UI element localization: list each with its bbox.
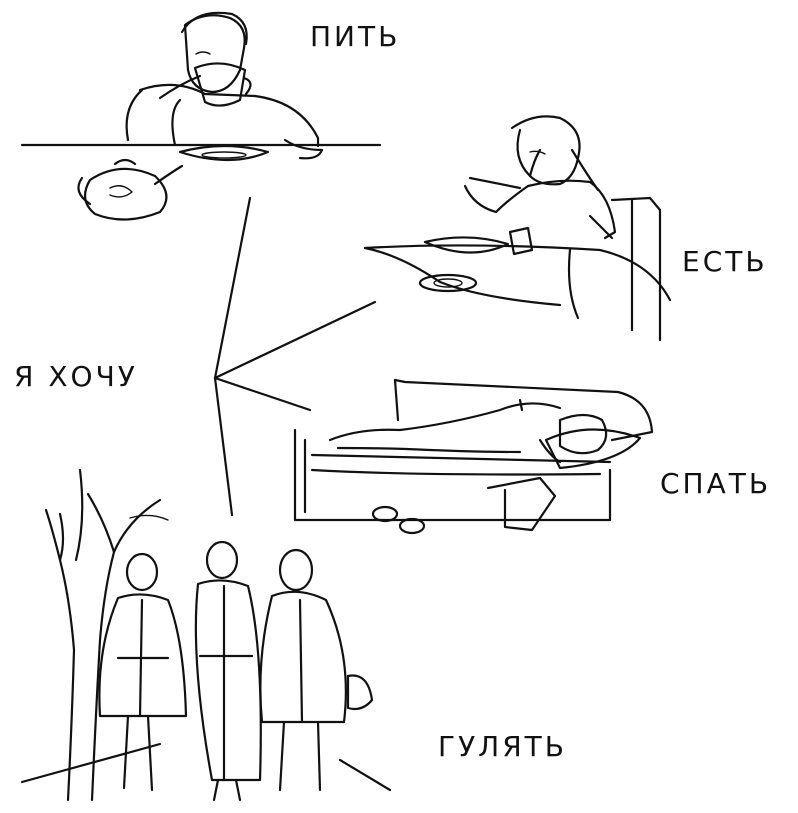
sleep-scene-illustration (295, 380, 652, 533)
line-to-sleep (215, 378, 310, 410)
line-to-eat (215, 302, 375, 378)
label-drink: ПИТЬ (310, 20, 400, 53)
label-eat: ЕСТЬ (682, 245, 768, 278)
line-to-drink (215, 198, 250, 378)
label-i-want: Я ХОЧУ (14, 360, 138, 393)
line-to-walk (215, 378, 232, 515)
label-sleep: СПАТЬ (660, 467, 771, 500)
eat-scene-illustration (365, 116, 670, 340)
label-walk: ГУЛЯТЬ (438, 730, 567, 763)
